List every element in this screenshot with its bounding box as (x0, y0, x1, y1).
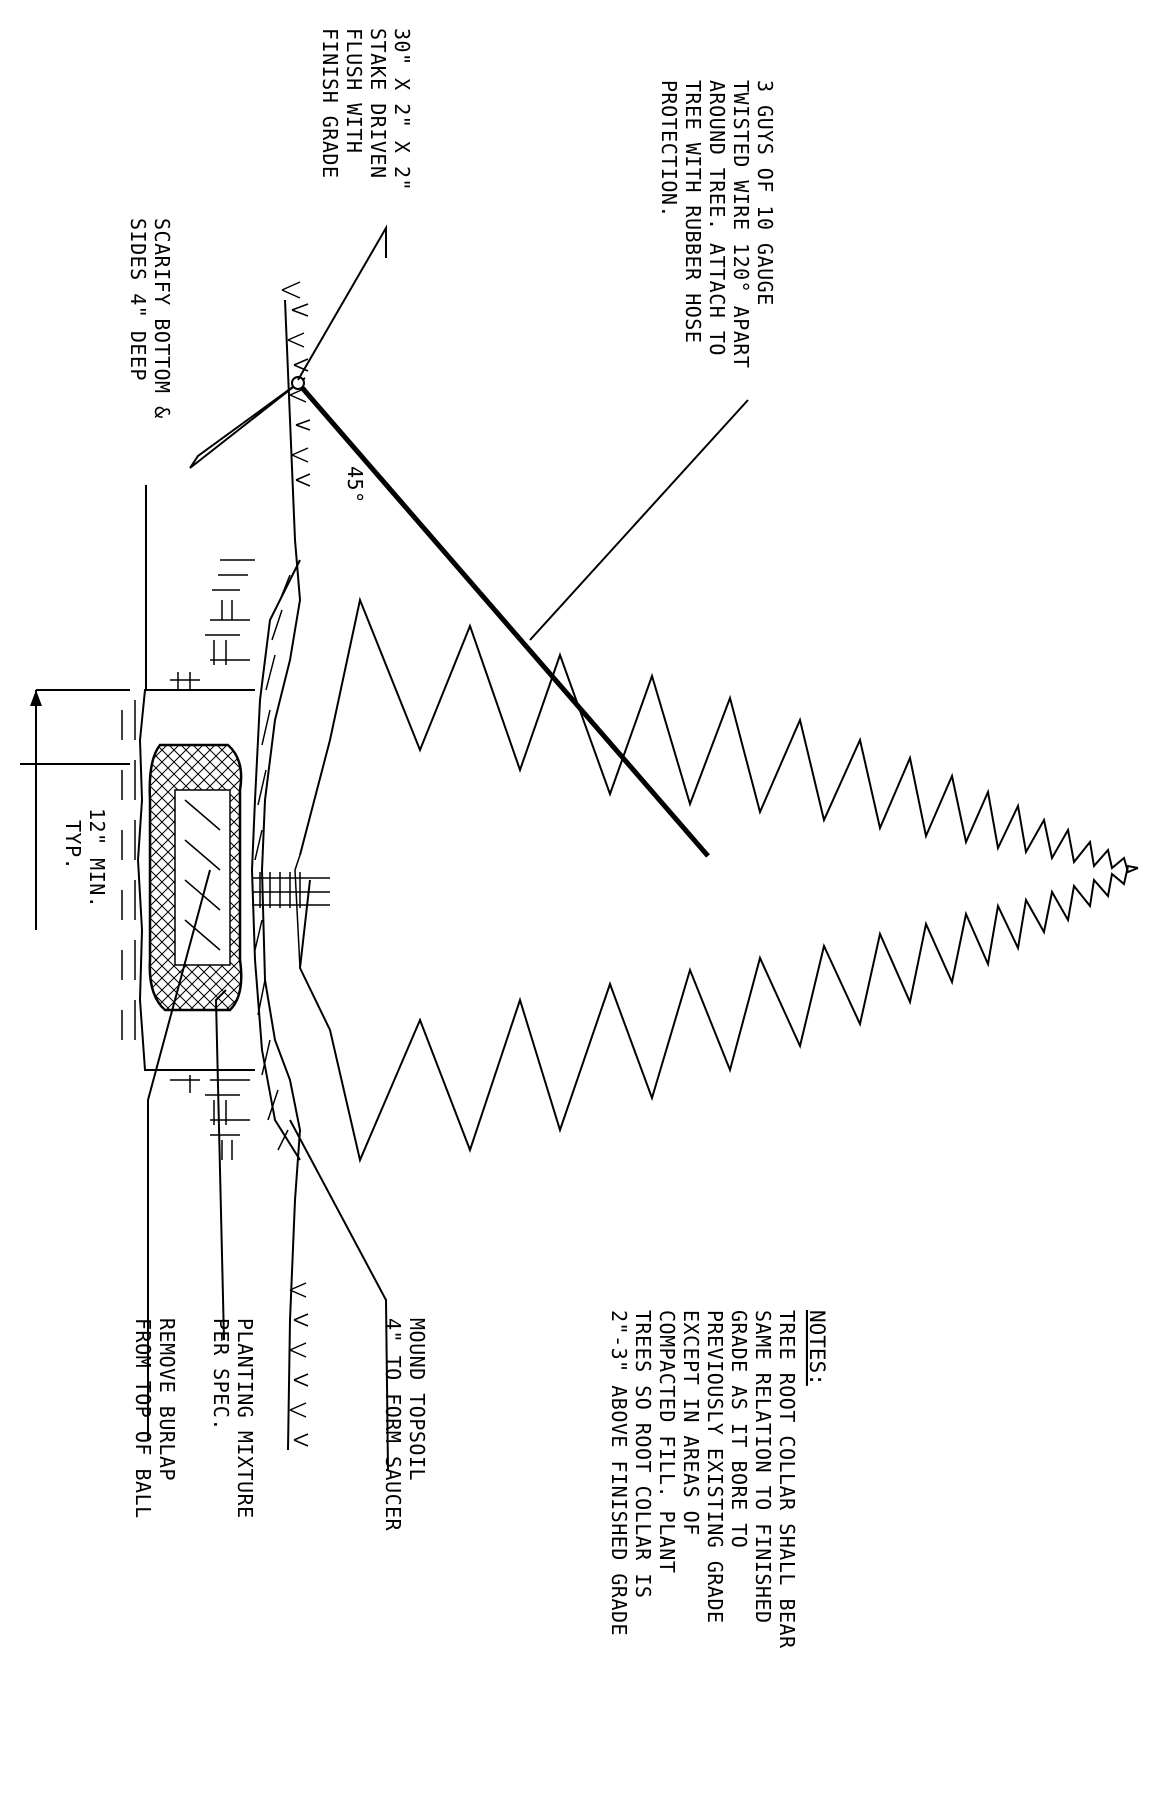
mound-callout: MOUND TOPSOIL 4" TO FORM SAUCER (381, 1318, 429, 1532)
finish-grade (260, 299, 302, 1451)
scarify-callout-line: SCARIFY BOTTOM & (150, 218, 174, 419)
planting-callout: PLANTING MIXTURE PER SPEC. (209, 1318, 257, 1519)
burlap-callout-line: FROM TOP OF BALL (131, 1318, 155, 1519)
notes-line: TREE ROOT COLLAR SHALL BEAR (775, 1310, 799, 1649)
leader-lines (145, 224, 749, 1471)
guys-callout-line: PROTECTION. (657, 80, 681, 218)
root-ball (148, 743, 243, 1012)
topsoil-mound (250, 559, 301, 1161)
dimension-text: 12" MIN. (85, 808, 109, 908)
stake-callout: 30" X 2" X 2" STAKE DRIVEN FLUSH WITH FI… (318, 28, 414, 191)
dimension-label: 12" MIN. TYP. (61, 808, 109, 908)
angle-text: 45° (343, 466, 367, 504)
planting-pit (136, 689, 255, 1071)
burlap-callout: REMOVE BURLAP FROM TOP OF BALL (131, 1318, 179, 1519)
existing-soil-hatch (121, 559, 255, 1160)
notes-block: NOTES: TREE ROOT COLLAR SHALL BEAR SAME … (607, 1310, 829, 1649)
stake-callout-line: 30" X 2" X 2" (390, 28, 414, 191)
stake-callout-line: FINISH GRADE (318, 28, 342, 179)
trunk (252, 872, 330, 908)
notes-line: 2"-3" ABOVE FINISHED GRADE (607, 1310, 631, 1636)
dimension-text: TYP. (61, 820, 85, 870)
tree-silhouette (294, 596, 1139, 1164)
stake (189, 376, 306, 469)
grass-symbols (281, 281, 311, 1447)
notes-line: TREES SO ROOT COLLAR IS (631, 1310, 655, 1598)
scarify-callout: SCARIFY BOTTOM & SIDES 4" DEEP (126, 218, 174, 419)
notes-line: SAME RELATION TO FINISHED (751, 1310, 775, 1624)
guys-callout-line: AROUND TREE. ATTACH TO (705, 80, 729, 356)
burlap-callout-line: REMOVE BURLAP (155, 1318, 179, 1481)
planting-callout-line: PLANTING MIXTURE (233, 1318, 257, 1519)
notes-heading: NOTES: (805, 1310, 829, 1386)
scarify-callout-line: SIDES 4" DEEP (126, 218, 150, 381)
guy-wire (296, 381, 710, 858)
notes-line: GRADE AS IT BORE TO (727, 1310, 751, 1548)
guys-callout-line: TWISTED WIRE 120° APART (729, 80, 753, 368)
notes-line: COMPACTED FILL. PLANT (655, 1310, 679, 1573)
mound-callout-line: 4" TO FORM SAUCER (381, 1318, 405, 1532)
guys-callout: 3 GUYS OF 10 GAUGE TWISTED WIRE 120° APA… (657, 80, 777, 368)
dimension-12in (20, 689, 130, 930)
angle-label: 45° (343, 466, 367, 504)
stake-callout-line: STAKE DRIVEN (366, 28, 390, 179)
stake-callout-line: FLUSH WITH (342, 28, 366, 153)
notes-line: PREVIOUSLY EXISTING GRADE (703, 1310, 727, 1624)
guys-callout-line: 3 GUYS OF 10 GAUGE (753, 80, 777, 306)
guys-callout-line: TREE WITH RUBBER HOSE (681, 80, 705, 343)
mound-callout-line: MOUND TOPSOIL (405, 1318, 429, 1481)
planting-callout-line: PER SPEC. (209, 1318, 233, 1431)
notes-line: EXCEPT IN AREAS OF (679, 1310, 703, 1536)
